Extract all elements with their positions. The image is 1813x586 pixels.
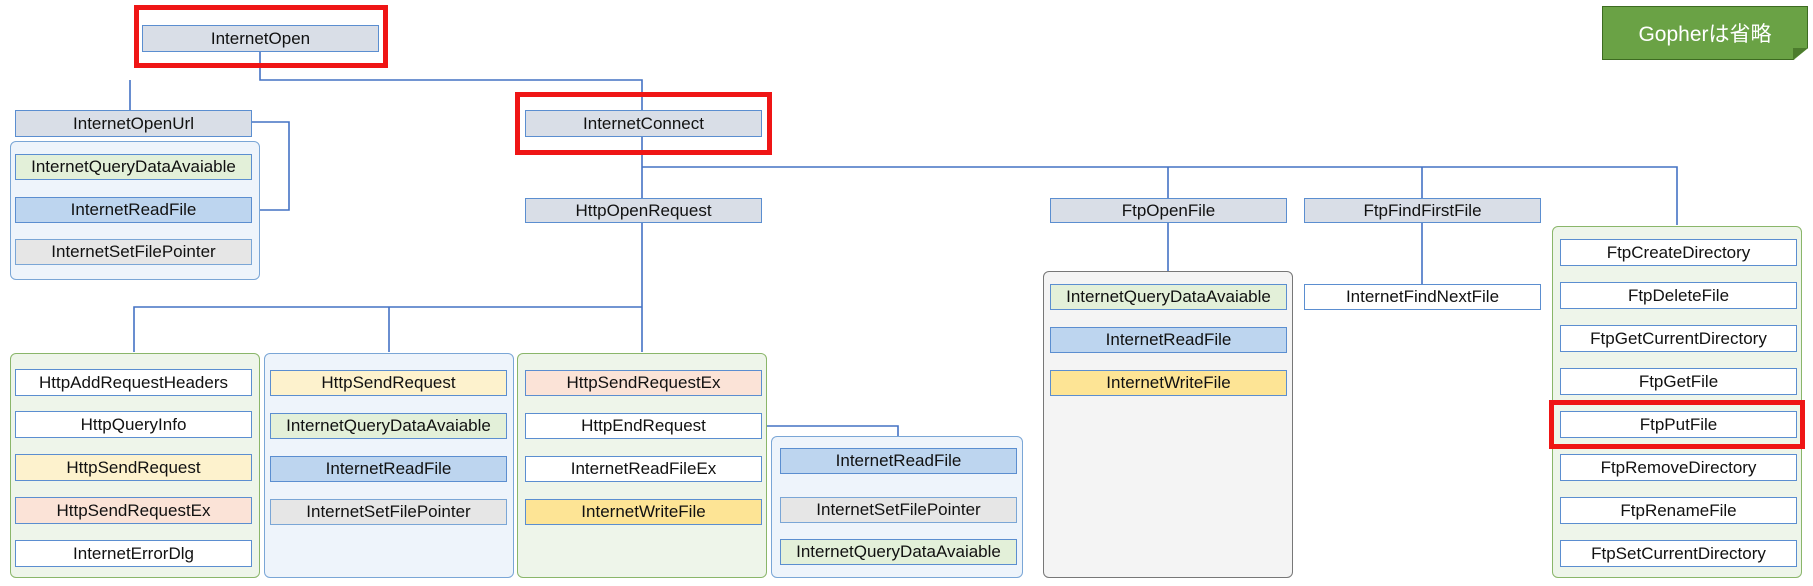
- http-headers-item: HttpQueryInfo: [15, 411, 252, 438]
- ftp-dir-item: FtpRemoveDirectory: [1560, 454, 1797, 481]
- ftp-open-file-node: FtpOpenFile: [1050, 198, 1287, 223]
- internet-connect-node: InternetConnect: [525, 110, 762, 137]
- ftp-dir-item: FtpRenameFile: [1560, 497, 1797, 524]
- internet-find-next-file-node: InternetFindNextFile: [1304, 284, 1541, 310]
- open-url-item: InternetReadFile: [15, 197, 252, 223]
- ftp-find-first-file-node: FtpFindFirstFile: [1304, 198, 1541, 223]
- http-send-ex-item: HttpEndRequest: [525, 413, 762, 439]
- http-headers-item: HttpSendRequestEx: [15, 497, 252, 524]
- ftp-dir-item: FtpDeleteFile: [1560, 282, 1797, 309]
- http-headers-item: HttpSendRequest: [15, 454, 252, 481]
- http-end-item: InternetSetFilePointer: [780, 497, 1017, 523]
- highlight-internet-connect: [515, 92, 772, 155]
- http-end-item: InternetQueryDataAvaiable: [780, 539, 1017, 565]
- http-send-ex-item: InternetWriteFile: [525, 499, 762, 525]
- ftp-file-group: [1043, 271, 1293, 578]
- gopher-note: Gopherは省略: [1602, 6, 1808, 60]
- http-end-item: InternetReadFile: [780, 448, 1017, 474]
- http-send-ex-item: InternetReadFileEx: [525, 456, 762, 482]
- http-open-request-node: HttpOpenRequest: [525, 198, 762, 223]
- ftp-file-item: InternetReadFile: [1050, 327, 1287, 353]
- ftp-dir-item: FtpCreateDirectory: [1560, 239, 1797, 266]
- http-headers-item: InternetErrorDlg: [15, 540, 252, 567]
- http-headers-item: HttpAddRequestHeaders: [15, 369, 252, 396]
- ftp-dir-item: FtpPutFile: [1560, 411, 1797, 438]
- open-url-item: InternetQueryDataAvaiable: [15, 154, 252, 180]
- ftp-dir-item: FtpGetFile: [1560, 368, 1797, 395]
- highlight-ftp-put-file: [1549, 400, 1805, 449]
- ftp-dir-item: FtpSetCurrentDirectory: [1560, 540, 1797, 567]
- http-send-item: InternetReadFile: [270, 456, 507, 482]
- ftp-file-item: InternetQueryDataAvaiable: [1050, 284, 1287, 310]
- internet-open-node: InternetOpen: [142, 25, 379, 52]
- http-send-item: InternetSetFilePointer: [270, 499, 507, 525]
- ftp-file-item: InternetWriteFile: [1050, 370, 1287, 396]
- highlight-internet-open: [134, 5, 388, 68]
- http-send-ex-item: HttpSendRequestEx: [525, 370, 762, 396]
- internet-open-url-node: InternetOpenUrl: [15, 110, 252, 137]
- ftp-dir-item: FtpGetCurrentDirectory: [1560, 325, 1797, 352]
- open-url-item: InternetSetFilePointer: [15, 239, 252, 265]
- http-send-item: InternetQueryDataAvaiable: [270, 413, 507, 439]
- http-send-item: HttpSendRequest: [270, 370, 507, 396]
